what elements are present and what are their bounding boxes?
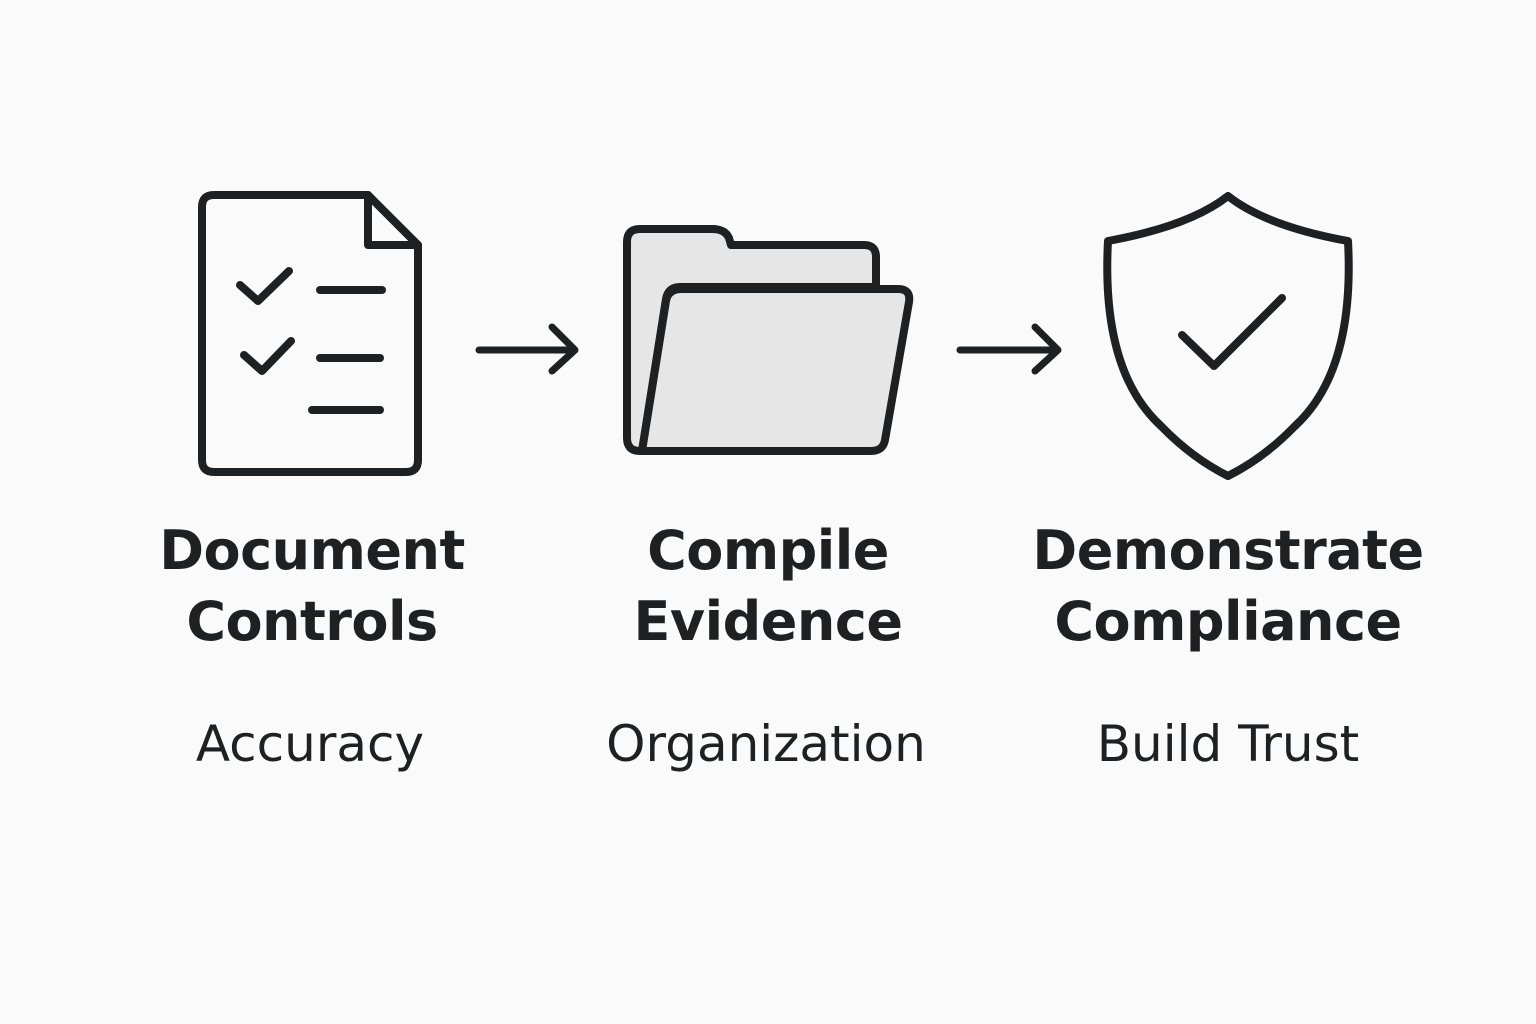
step-title-line1: Demonstrate <box>1032 519 1424 582</box>
document-checklist-icon <box>198 191 422 476</box>
step-title-line2: Controls <box>186 590 438 653</box>
right-arrow-icon <box>475 323 579 375</box>
step-title-line2: Compliance <box>1054 590 1402 653</box>
step-title-document-controls: Document Controls <box>102 515 522 657</box>
right-arrow-icon <box>956 323 1062 375</box>
step-title-line1: Document <box>159 519 465 582</box>
folder-icon <box>623 225 914 455</box>
step-subtitle-organization: Organization <box>606 715 926 773</box>
step-title-demonstrate-compliance: Demonstrate Compliance <box>1018 515 1438 657</box>
shield-check-icon <box>1103 192 1353 480</box>
step-title-compile-evidence: Compile Evidence <box>558 515 978 657</box>
step-subtitle-build-trust: Build Trust <box>1096 715 1360 773</box>
step-subtitle-accuracy: Accuracy <box>195 715 425 773</box>
step-title-line1: Compile <box>647 519 889 582</box>
step-title-line2: Evidence <box>633 590 903 653</box>
